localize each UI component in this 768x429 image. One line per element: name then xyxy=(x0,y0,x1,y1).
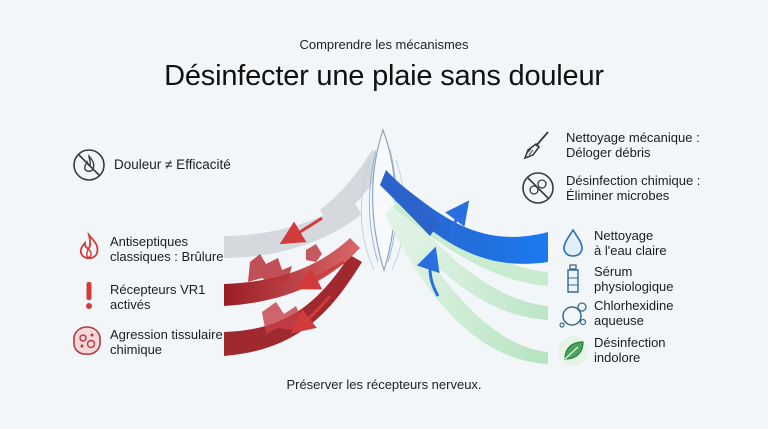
label-recepteurs-vr1: Récepteurs VR1 activés xyxy=(110,282,205,312)
label-nettoyage-mecanique-line1: Nettoyage mécanique : xyxy=(566,130,700,145)
diagram-subtitle: Comprendre les mécanismes xyxy=(299,37,469,52)
label-antiseptiques-line1: Antiseptiques xyxy=(110,234,189,249)
no-microbe-icon xyxy=(522,172,554,204)
label-eau-claire: Nettoyage à l'eau claire xyxy=(594,228,667,258)
label-recepteurs-vr1-line2: activés xyxy=(110,297,151,312)
exclamation-icon xyxy=(86,282,92,309)
label-serum-line1: Sérum xyxy=(594,264,633,279)
label-desinfection-indolore: Désinfection indolore xyxy=(594,335,666,365)
arrow-red-2 xyxy=(295,260,345,290)
band-serum xyxy=(394,196,548,286)
band-center-grey xyxy=(320,150,386,228)
saline-bottle-icon xyxy=(567,264,579,293)
footer-caption: Préserver les récepteurs nerveux. xyxy=(286,377,482,392)
band-center-blue xyxy=(380,170,440,236)
label-eau-claire-line2: à l'eau claire xyxy=(594,243,667,258)
label-agression-line1: Agression tissulaire xyxy=(110,327,223,342)
label-nettoyage-mecanique: Nettoyage mécanique : Déloger débris xyxy=(566,130,700,160)
arrow-red-3 xyxy=(290,295,332,334)
label-antiseptiques: Antiseptiques classiques : Brûlure xyxy=(110,234,223,264)
band-eau-claire xyxy=(395,184,548,264)
label-chlorhexidine-line2: aqueuse xyxy=(594,313,644,328)
band-agression xyxy=(224,255,362,356)
damaged-cell-icon xyxy=(73,326,101,355)
label-desinfection-chimique-line2: Éliminer microbes xyxy=(566,188,670,203)
label-douleur-efficacite: Douleur ≠ Efficacité xyxy=(114,157,231,172)
flame-icon xyxy=(79,231,99,260)
label-serum-line2: physiologique xyxy=(594,279,674,294)
nerve-receptor xyxy=(372,128,396,273)
arrow-blue-2 xyxy=(416,246,440,297)
label-chlorhexidine: Chlorhexidine aqueuse xyxy=(594,298,674,328)
label-desinfection-chimique-line1: Désinfection chimique : xyxy=(566,173,701,188)
band-vr1 xyxy=(224,238,360,306)
label-desinfection-chimique: Désinfection chimique : Éliminer microbe… xyxy=(566,173,700,203)
bubbles-icon xyxy=(559,302,587,328)
label-indolore-line2: indolore xyxy=(594,350,641,365)
arrow-blue-1 xyxy=(445,200,470,239)
water-drop-icon xyxy=(563,228,583,257)
arrow-red-1 xyxy=(279,216,323,245)
brush-icon xyxy=(523,131,549,160)
label-recepteurs-vr1-line1: Récepteurs VR1 xyxy=(110,282,206,297)
no-fire-icon xyxy=(73,149,105,181)
label-nettoyage-mecanique-line2: Déloger débris xyxy=(566,145,651,160)
label-agression-line2: chimique xyxy=(110,342,163,357)
label-serum: Sérum physiologique xyxy=(594,264,674,294)
leaf-icon xyxy=(558,336,588,366)
label-chlorhexidine-line1: Chlorhexidine xyxy=(594,298,674,313)
label-eau-claire-line1: Nettoyage xyxy=(594,228,654,243)
label-indolore-line1: Désinfection xyxy=(594,335,666,350)
label-agression-tissulaire: Agression tissulaire chimique xyxy=(110,327,223,357)
diagram-title: Désinfecter une plaie sans douleur xyxy=(164,60,604,92)
label-antiseptiques-line2: classiques : Brûlure xyxy=(110,249,224,264)
